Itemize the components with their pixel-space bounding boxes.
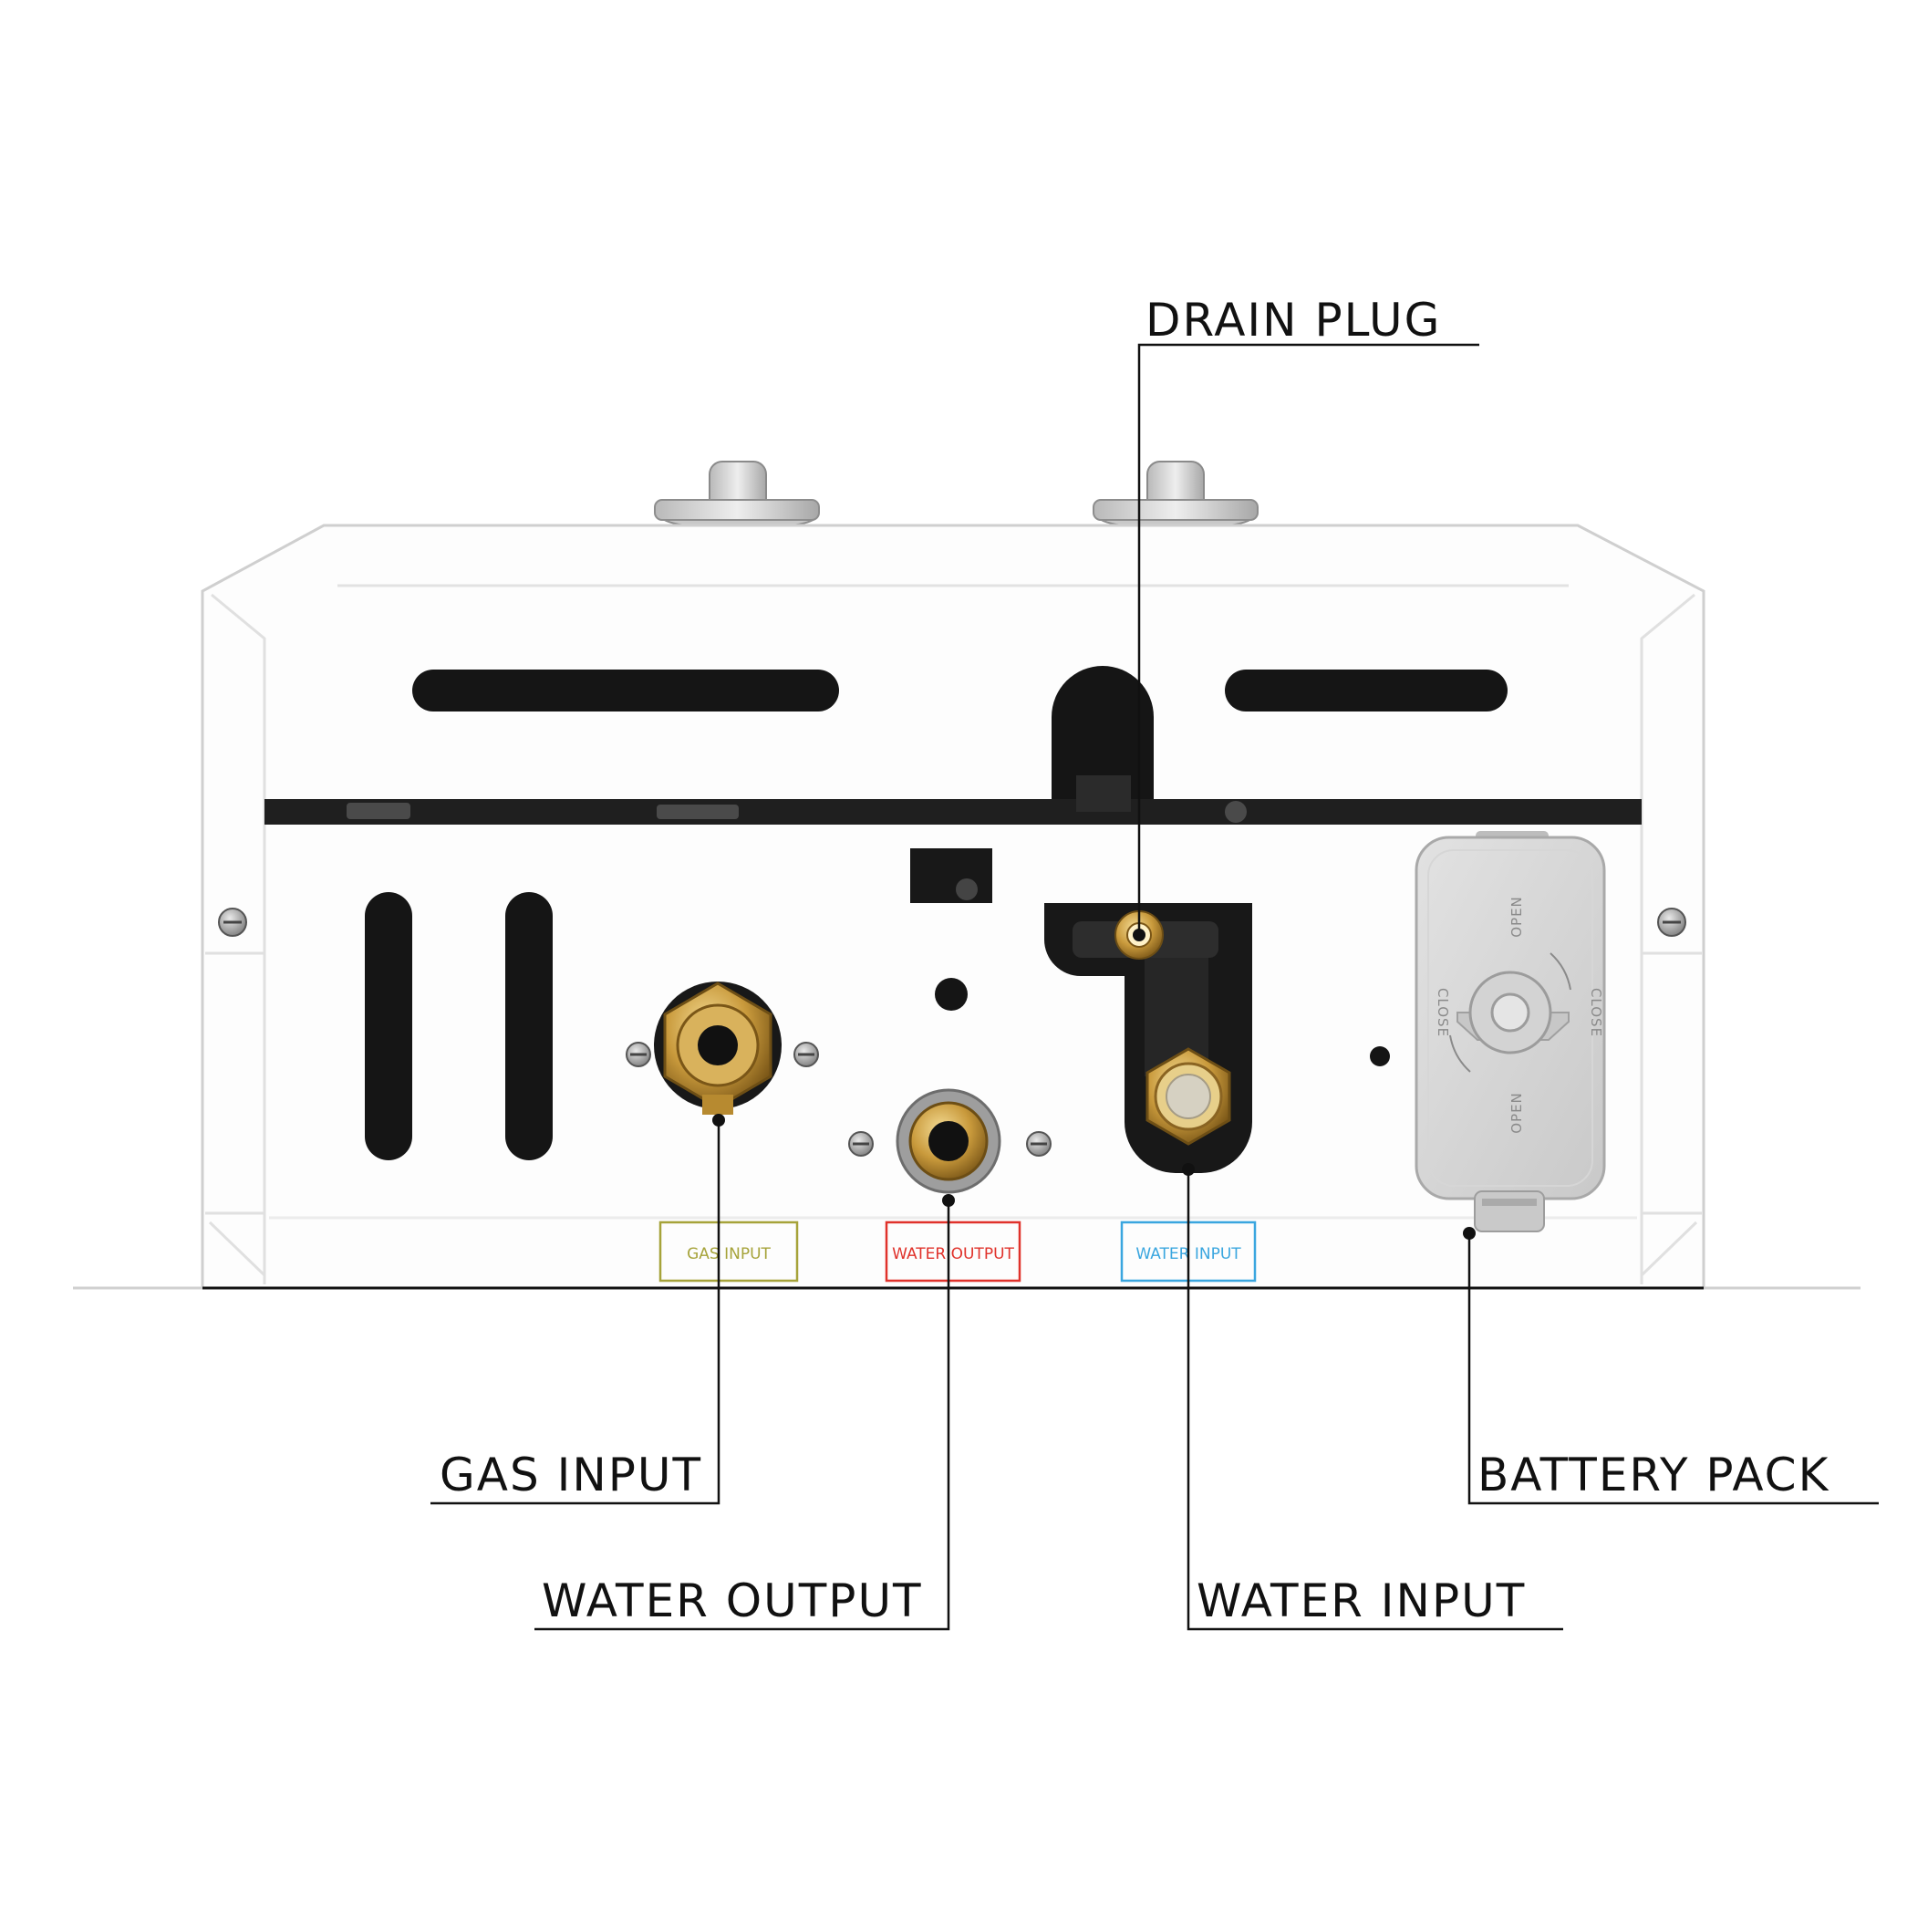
vent-slot-vertical-1 xyxy=(365,892,412,1160)
water-input-fitting-icon xyxy=(1145,1047,1231,1146)
leader-water-output xyxy=(534,1200,950,1631)
gas-input-plate-label: GAS INPUT xyxy=(687,1245,771,1263)
screw-icon xyxy=(1026,1131,1052,1157)
screw-icon xyxy=(793,1042,819,1067)
water-output-fitting-icon xyxy=(896,1088,1001,1194)
cap-open-bottom: OPEN xyxy=(1508,1092,1525,1134)
callout-gas-input: GAS INPUT xyxy=(440,1449,702,1501)
internal-parts xyxy=(347,801,1247,823)
leader-gas-input xyxy=(430,1120,720,1505)
battery-pack-cover xyxy=(1415,831,1606,1232)
center-opening xyxy=(1052,666,1154,799)
callout-drain-plug: DRAIN PLUG xyxy=(1145,294,1441,347)
cap-close-left: CLOSE xyxy=(1435,988,1451,1037)
screw-icon xyxy=(848,1131,874,1157)
leader-water-input xyxy=(1187,1169,1563,1631)
gas-input-fitting-icon xyxy=(654,982,782,1115)
leader-lines xyxy=(430,343,1879,1631)
water-output-plate xyxy=(885,1220,1021,1283)
internal-gap xyxy=(264,799,1642,825)
vent-slot-vertical-2 xyxy=(505,892,553,1160)
callout-water-output: WATER OUTPUT xyxy=(542,1574,923,1627)
cap-close-right: CLOSE xyxy=(1588,988,1604,1037)
leader-dots xyxy=(712,929,1476,1240)
callout-water-input: WATER INPUT xyxy=(1197,1574,1526,1627)
leader-drain-plug xyxy=(1137,343,1479,935)
vent-slot-left xyxy=(412,670,839,712)
leader-battery-pack xyxy=(1467,1236,1879,1505)
screw-icon xyxy=(626,1042,651,1067)
callout-battery-pack: BATTERY PACK xyxy=(1477,1449,1830,1501)
top-knob-right xyxy=(1093,461,1259,530)
cap-open-top: OPEN xyxy=(1508,896,1525,938)
screw-icon xyxy=(1657,908,1686,937)
mount-hole-right xyxy=(1370,1046,1390,1066)
vent-slot-right xyxy=(1225,670,1508,712)
gas-input-plate xyxy=(658,1220,799,1283)
mount-hole xyxy=(935,978,968,1011)
sensor-window xyxy=(910,848,992,903)
top-knob-left xyxy=(654,461,820,530)
screw-icon xyxy=(218,908,247,937)
water-output-plate-label: WATER OUTPUT xyxy=(892,1245,1014,1263)
heater-body xyxy=(201,524,1705,1290)
